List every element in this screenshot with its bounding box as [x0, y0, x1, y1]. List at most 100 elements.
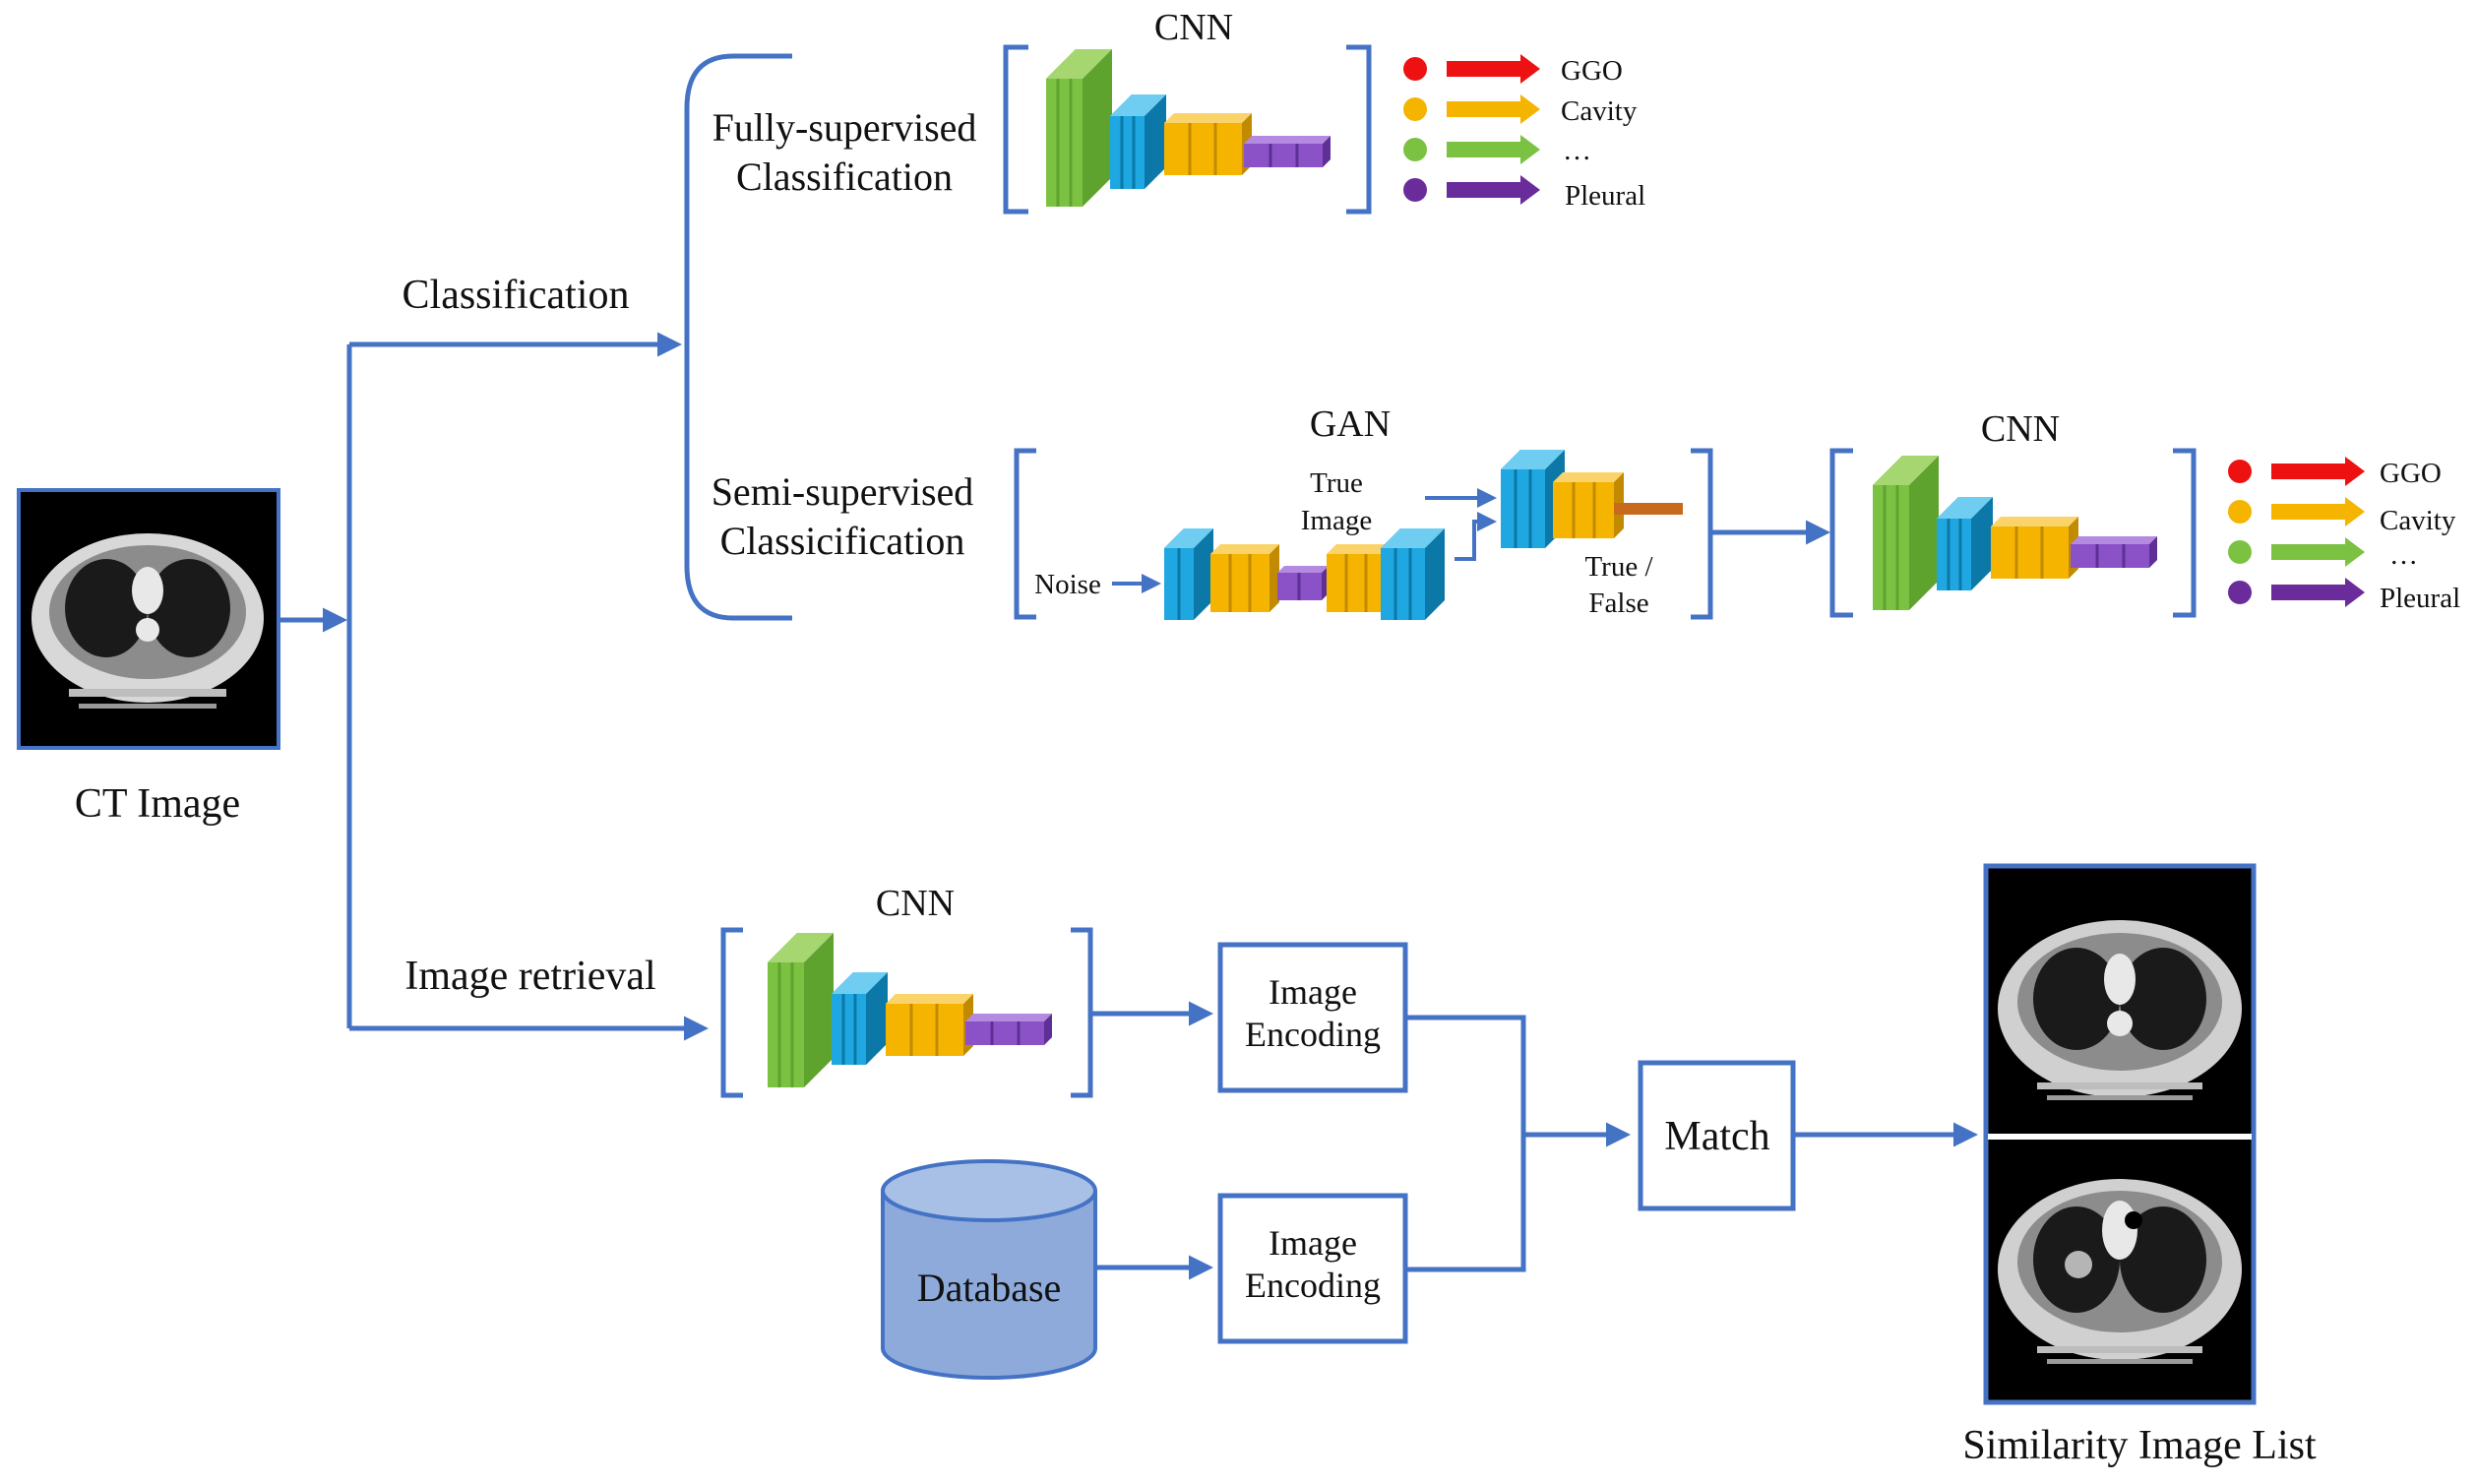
retrieval-cnn-blue-block	[832, 972, 888, 1065]
image-encoding-box-1: Image Encoding	[1217, 942, 1408, 1093]
semi-cnn-label: CNN	[1981, 408, 2060, 450]
true-false-label-line2: False	[1588, 587, 1648, 619]
semi-output-more: …	[2228, 537, 2418, 571]
noise-label: Noise	[1034, 569, 1101, 600]
database-cylinder: Database	[881, 1159, 1097, 1380]
retrieval-cnn-label: CNN	[876, 883, 955, 924]
gan-generator	[1164, 528, 1445, 620]
result-image-2	[1998, 1179, 2242, 1364]
result-divider	[1988, 1134, 2252, 1140]
semi-cnn-purple-block	[2071, 536, 2157, 568]
cavity-dot	[1403, 97, 1427, 121]
gan-label: GAN	[1310, 403, 1391, 445]
semi-cnn-blue-block	[1937, 497, 1993, 590]
cavity-arrow	[2271, 497, 2365, 526]
pleural-arrow	[1447, 175, 1540, 205]
semi-cnn-brackets	[1829, 448, 2197, 618]
generator-yellow-in	[1210, 544, 1279, 612]
semi-supervised-title: Semi-supervised	[712, 469, 974, 514]
pleural-arrow	[2271, 578, 2365, 607]
image-encoding-2-line1: Image	[1269, 1223, 1357, 1263]
retrieval-cnn-green-block	[768, 933, 834, 1087]
retrieval-cnn-yellow-block	[886, 994, 973, 1056]
classification-brace	[684, 53, 792, 621]
cavity-arrow	[1447, 94, 1540, 124]
encoding-merge-connectors	[1405, 1015, 1631, 1272]
discriminator-blue	[1501, 450, 1565, 548]
fully-cnn-layers	[1046, 49, 1331, 207]
generator-blue-in	[1164, 528, 1213, 620]
fully-outputs: GGO Cavity … Pleural	[1403, 54, 1645, 212]
generator-blue-out	[1381, 528, 1445, 620]
ggo-dot	[2228, 460, 2252, 483]
fully-cnn-green-block	[1046, 49, 1112, 207]
more-arrow	[2271, 537, 2365, 567]
generator-purple-mid	[1277, 566, 1329, 600]
cavity-label: Cavity	[1561, 95, 1638, 127]
pleural-dot	[1403, 178, 1427, 202]
more-dot	[2228, 540, 2252, 564]
pleural-dot	[2228, 581, 2252, 604]
more-dot	[1403, 138, 1427, 161]
result-image-1	[1998, 920, 2242, 1100]
semi-cnn-yellow-block	[1991, 517, 2078, 579]
discriminator-yellow	[1553, 472, 1624, 538]
generator-yellow-out	[1327, 544, 1395, 612]
semi-cnn-green-block	[1873, 456, 1939, 610]
pleural-label: Pleural	[1565, 180, 1645, 212]
database-label: Database	[917, 1266, 1062, 1310]
fully-cnn-purple-block	[1244, 136, 1331, 167]
ggo-dot	[1403, 57, 1427, 81]
image-encoding-1-line2: Encoding	[1245, 1015, 1381, 1054]
true-image-label-line2: Image	[1301, 505, 1372, 536]
ggo-arrow	[2271, 457, 2365, 486]
retrieval-cnn-brackets	[720, 927, 1093, 1098]
fully-cnn-brackets	[1003, 44, 1372, 215]
image-encoding-2-line2: Encoding	[1245, 1266, 1381, 1305]
retrieval-cnn-layers	[768, 933, 1052, 1087]
gan-discriminator	[1501, 450, 1683, 548]
ggo-label: GGO	[2380, 458, 2442, 489]
match-label: Match	[1664, 1114, 1769, 1159]
ct-image-label: CT Image	[75, 781, 240, 827]
more-arrow	[1447, 135, 1540, 164]
fully-output-ggo: GGO	[1403, 54, 1623, 87]
semi-output-ggo: GGO	[2228, 457, 2442, 489]
fully-output-cavity: Cavity	[1403, 94, 1638, 127]
pleural-label: Pleural	[2380, 583, 2460, 614]
cavity-label: Cavity	[2380, 505, 2456, 536]
true-image-label-line1: True	[1310, 467, 1363, 499]
semi-output-cavity: Cavity	[2228, 497, 2456, 536]
similarity-list-label: Similarity Image List	[1962, 1423, 2317, 1468]
fully-cnn-blue-block	[1110, 94, 1166, 189]
fully-cnn-yellow-block	[1164, 113, 1252, 175]
image-encoding-1-line1: Image	[1269, 972, 1357, 1012]
classification-branch-label: Classification	[403, 273, 630, 318]
fully-supervised-title: Fully-supervised	[712, 105, 977, 150]
cavity-dot	[2228, 500, 2252, 524]
more-label: …	[2389, 539, 2418, 571]
match-box: Match	[1638, 1060, 1796, 1211]
similarity-image-list	[1983, 863, 2257, 1405]
semi-output-pleural: Pleural	[2228, 578, 2460, 614]
ggo-label: GGO	[1561, 55, 1623, 87]
fully-cnn-label: CNN	[1154, 7, 1233, 48]
ggo-arrow	[1447, 54, 1540, 84]
retrieval-branch-label: Image retrieval	[404, 954, 655, 999]
gan-internal-arrows	[1425, 488, 1497, 561]
main-connectors	[279, 332, 709, 1041]
fully-output-more: …	[1403, 135, 1591, 166]
discriminator-output-bar	[1614, 503, 1683, 515]
image-encoding-box-2: Image Encoding	[1217, 1193, 1408, 1344]
ct-image-thumbnail	[17, 488, 280, 750]
retrieval-cnn-purple-block	[965, 1014, 1052, 1045]
semi-supervised-subtitle: Classicification	[720, 519, 965, 563]
fully-output-pleural: Pleural	[1403, 175, 1645, 212]
semi-outputs: GGO Cavity … Pleural	[2228, 457, 2460, 614]
true-false-label-line1: True /	[1584, 551, 1653, 583]
semi-cnn-layers	[1873, 456, 2157, 610]
fully-supervised-subtitle: Classification	[736, 155, 953, 199]
more-label: …	[1563, 135, 1591, 166]
